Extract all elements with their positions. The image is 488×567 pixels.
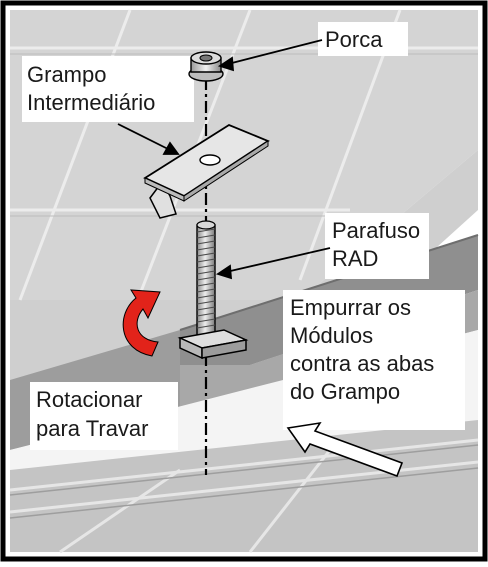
empurrar-label-line4: do Grampo <box>290 379 400 404</box>
empurrar-label-line1: Empurrar os <box>290 295 411 320</box>
parafuso-leader-arrowhead <box>215 264 233 280</box>
nut-part <box>188 51 224 82</box>
push-direction-arrow-icon <box>286 421 404 478</box>
rotacionar-label-line2: para Travar <box>36 416 149 441</box>
rotacionar-label-line1: Rotacionar <box>36 387 142 412</box>
grampo-leader-arrowhead <box>162 141 180 155</box>
rad-bolt-part <box>177 220 249 360</box>
leader-arrows <box>117 39 331 280</box>
empurrar-label-line2: Módulos <box>290 323 373 348</box>
parafuso-leader-line <box>225 247 331 273</box>
grampo-leader-line <box>117 123 171 151</box>
grampo-label-line2: Intermediário <box>27 90 155 115</box>
rotate-arrow-icon <box>122 289 161 357</box>
parafuso-label-line1: Parafuso <box>332 218 420 243</box>
label-backgrounds <box>22 22 465 450</box>
porca-label: Porca <box>325 27 383 52</box>
grampo-label-line1: Grampo <box>27 62 106 87</box>
porca-leader-arrowhead <box>217 56 235 72</box>
mid-clamp-part <box>143 123 270 219</box>
parafuso-label-line2: RAD <box>332 246 378 271</box>
empurrar-label-line3: contra as abas <box>290 351 434 376</box>
porca-leader-line <box>227 39 323 65</box>
